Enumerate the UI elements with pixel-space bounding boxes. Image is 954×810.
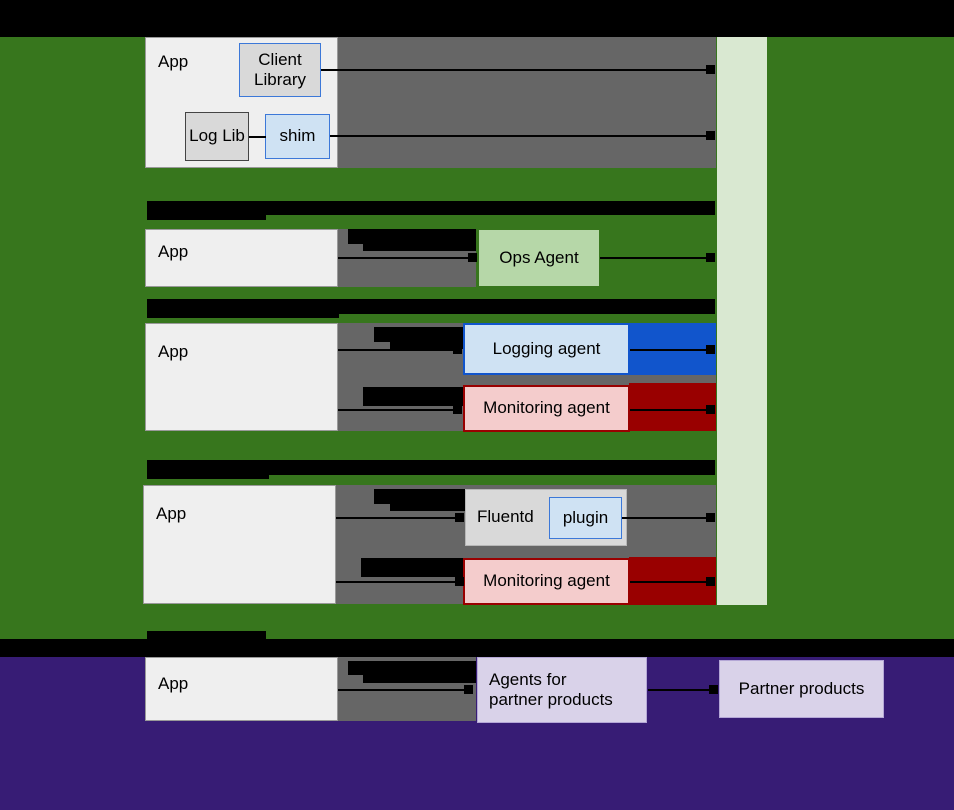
row-agents-heading-redaction-b: [147, 299, 715, 314]
wire-head-shim: [706, 131, 715, 140]
node-partner-products[interactable]: Partner products: [719, 660, 884, 718]
node-monitoring-agent[interactable]: Monitoring agent: [463, 385, 630, 432]
node-plugin[interactable]: plugin: [549, 497, 622, 539]
node-label: Logging agent: [492, 338, 601, 358]
app-label: App: [158, 52, 189, 71]
app-box-fluentd: App: [143, 485, 336, 604]
wire-app-ops-agent: [338, 257, 472, 259]
wire-head-app-fluentd: [455, 513, 464, 522]
wire-partner-agents-out: [648, 689, 712, 691]
row-partner-heading-redaction: [147, 631, 266, 643]
row-fluentd-label-redaction-b: [390, 489, 466, 511]
wire-head-monitoring-agent-2: [706, 577, 715, 586]
wire-head-logging-agent: [706, 345, 715, 354]
wire-client-library-out: [321, 69, 709, 71]
wire-app-monitoring-agent: [338, 409, 458, 411]
wire-monitoring-agent-2-out: [630, 581, 709, 583]
node-label: Monitoring agent: [483, 398, 610, 418]
row-agents-label-redaction-c: [363, 387, 476, 406]
wire-monitoring-agent-out: [630, 409, 709, 411]
row-ops-agent-heading-redaction-b: [147, 201, 715, 215]
top-redaction-band: [0, 0, 954, 37]
wire-head-plugin: [706, 513, 715, 522]
node-label: shim: [279, 126, 316, 146]
node-monitoring-agent-2[interactable]: Monitoring agent: [463, 558, 630, 605]
wire-head-app-partner-agents: [464, 685, 473, 694]
node-label: Fluentd: [477, 507, 534, 527]
wire-ops-agent-out: [600, 257, 709, 259]
wire-head-monitoring-agent: [706, 405, 715, 414]
wire-logging-agent-out: [630, 349, 709, 351]
row-fluentd-label-redaction-c: [361, 558, 466, 577]
node-label: plugin: [562, 507, 609, 527]
wire-app-partner-agents: [338, 689, 468, 691]
node-label: Partner products: [738, 678, 865, 698]
wire-app-monitoring-agent-2: [336, 581, 460, 583]
node-client-library[interactable]: Client Library: [239, 43, 321, 97]
node-label-line1: Agents for: [489, 669, 567, 689]
app-label: App: [156, 504, 187, 523]
wire-loglib-shim: [249, 136, 266, 138]
monitoring-agent-redaction: [629, 383, 716, 431]
wire-head-client-library: [706, 65, 715, 74]
wire-head-app-ops-agent: [468, 253, 477, 262]
pipeline-column: [717, 37, 767, 605]
node-label: Monitoring agent: [483, 571, 610, 591]
wire-app-logging-agent: [338, 349, 458, 351]
wire-head-ops-agent: [706, 253, 715, 262]
wire-head-app-monitoring-agent-2: [455, 577, 464, 586]
node-label: Client Library: [254, 49, 306, 89]
row-fluentd-heading-redaction-b: [147, 460, 715, 475]
row-agents-label-redaction-b: [390, 327, 476, 349]
node-partner-agents[interactable]: Agents for partner products: [477, 657, 647, 723]
node-label: Ops Agent: [499, 247, 579, 267]
node-label: Log Lib: [189, 126, 245, 146]
node-log-lib[interactable]: Log Lib: [185, 112, 249, 161]
wire-head-app-logging-agent: [453, 345, 462, 354]
app-label: App: [158, 342, 189, 361]
app-box-ops-agent: App: [145, 229, 338, 287]
row-partner-label-redaction-b: [363, 661, 476, 683]
app-label: App: [158, 674, 189, 693]
wire-head-partner-agents: [709, 685, 718, 694]
row-client-library-redaction: [337, 37, 716, 168]
wire-app-fluentd: [336, 517, 460, 519]
wire-head-app-monitoring-agent: [453, 405, 462, 414]
node-shim[interactable]: shim: [265, 114, 330, 159]
mid-redaction-band: [0, 639, 954, 657]
app-box-partner: App: [145, 657, 338, 721]
node-ops-agent[interactable]: Ops Agent: [478, 229, 600, 287]
app-label: App: [158, 242, 189, 261]
node-logging-agent[interactable]: Logging agent: [463, 323, 630, 375]
wire-shim-out: [330, 135, 709, 137]
wire-plugin-out: [622, 517, 709, 519]
app-box-agents: App: [145, 323, 338, 431]
node-label-line2: partner products: [489, 690, 613, 709]
row-ops-agent-label-redaction-b: [363, 229, 476, 251]
